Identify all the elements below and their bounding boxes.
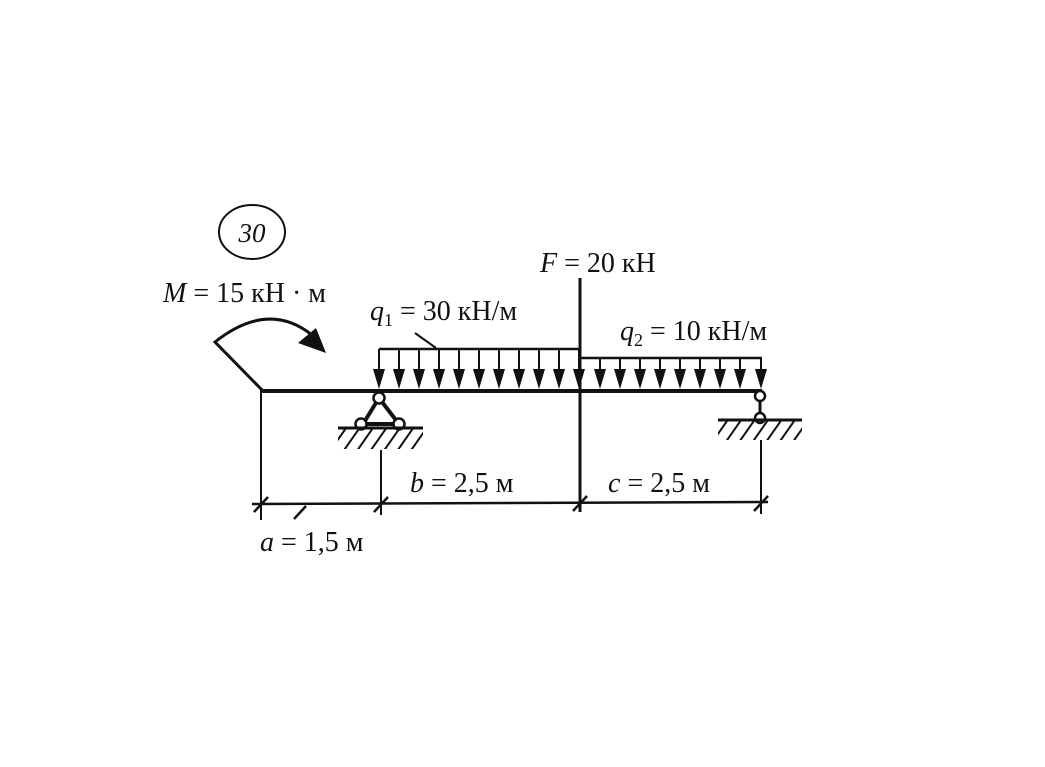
distributed-load-q1 <box>373 332 585 389</box>
problem-number-badge: 30 <box>218 204 286 260</box>
pinned-support <box>338 391 423 515</box>
roller-link-support <box>718 389 802 514</box>
dimension-line <box>251 495 769 520</box>
distributed-load-q2 <box>580 356 767 389</box>
force-label: F = 20 кН <box>539 248 656 279</box>
dim-b-label: b = 2,5 м <box>410 468 514 499</box>
moment-arrow-icon <box>212 317 326 392</box>
problem-number: 30 <box>238 218 267 248</box>
dim-c-label: c = 2,5 м <box>608 468 710 499</box>
moment-label: M = 15 кН · м <box>162 278 326 309</box>
dim-a-label: a = 1,5 м <box>260 527 364 558</box>
q1-label: q1 = 30 кН/м <box>370 296 517 330</box>
q2-label: q2 = 10 кН/м <box>620 316 767 350</box>
